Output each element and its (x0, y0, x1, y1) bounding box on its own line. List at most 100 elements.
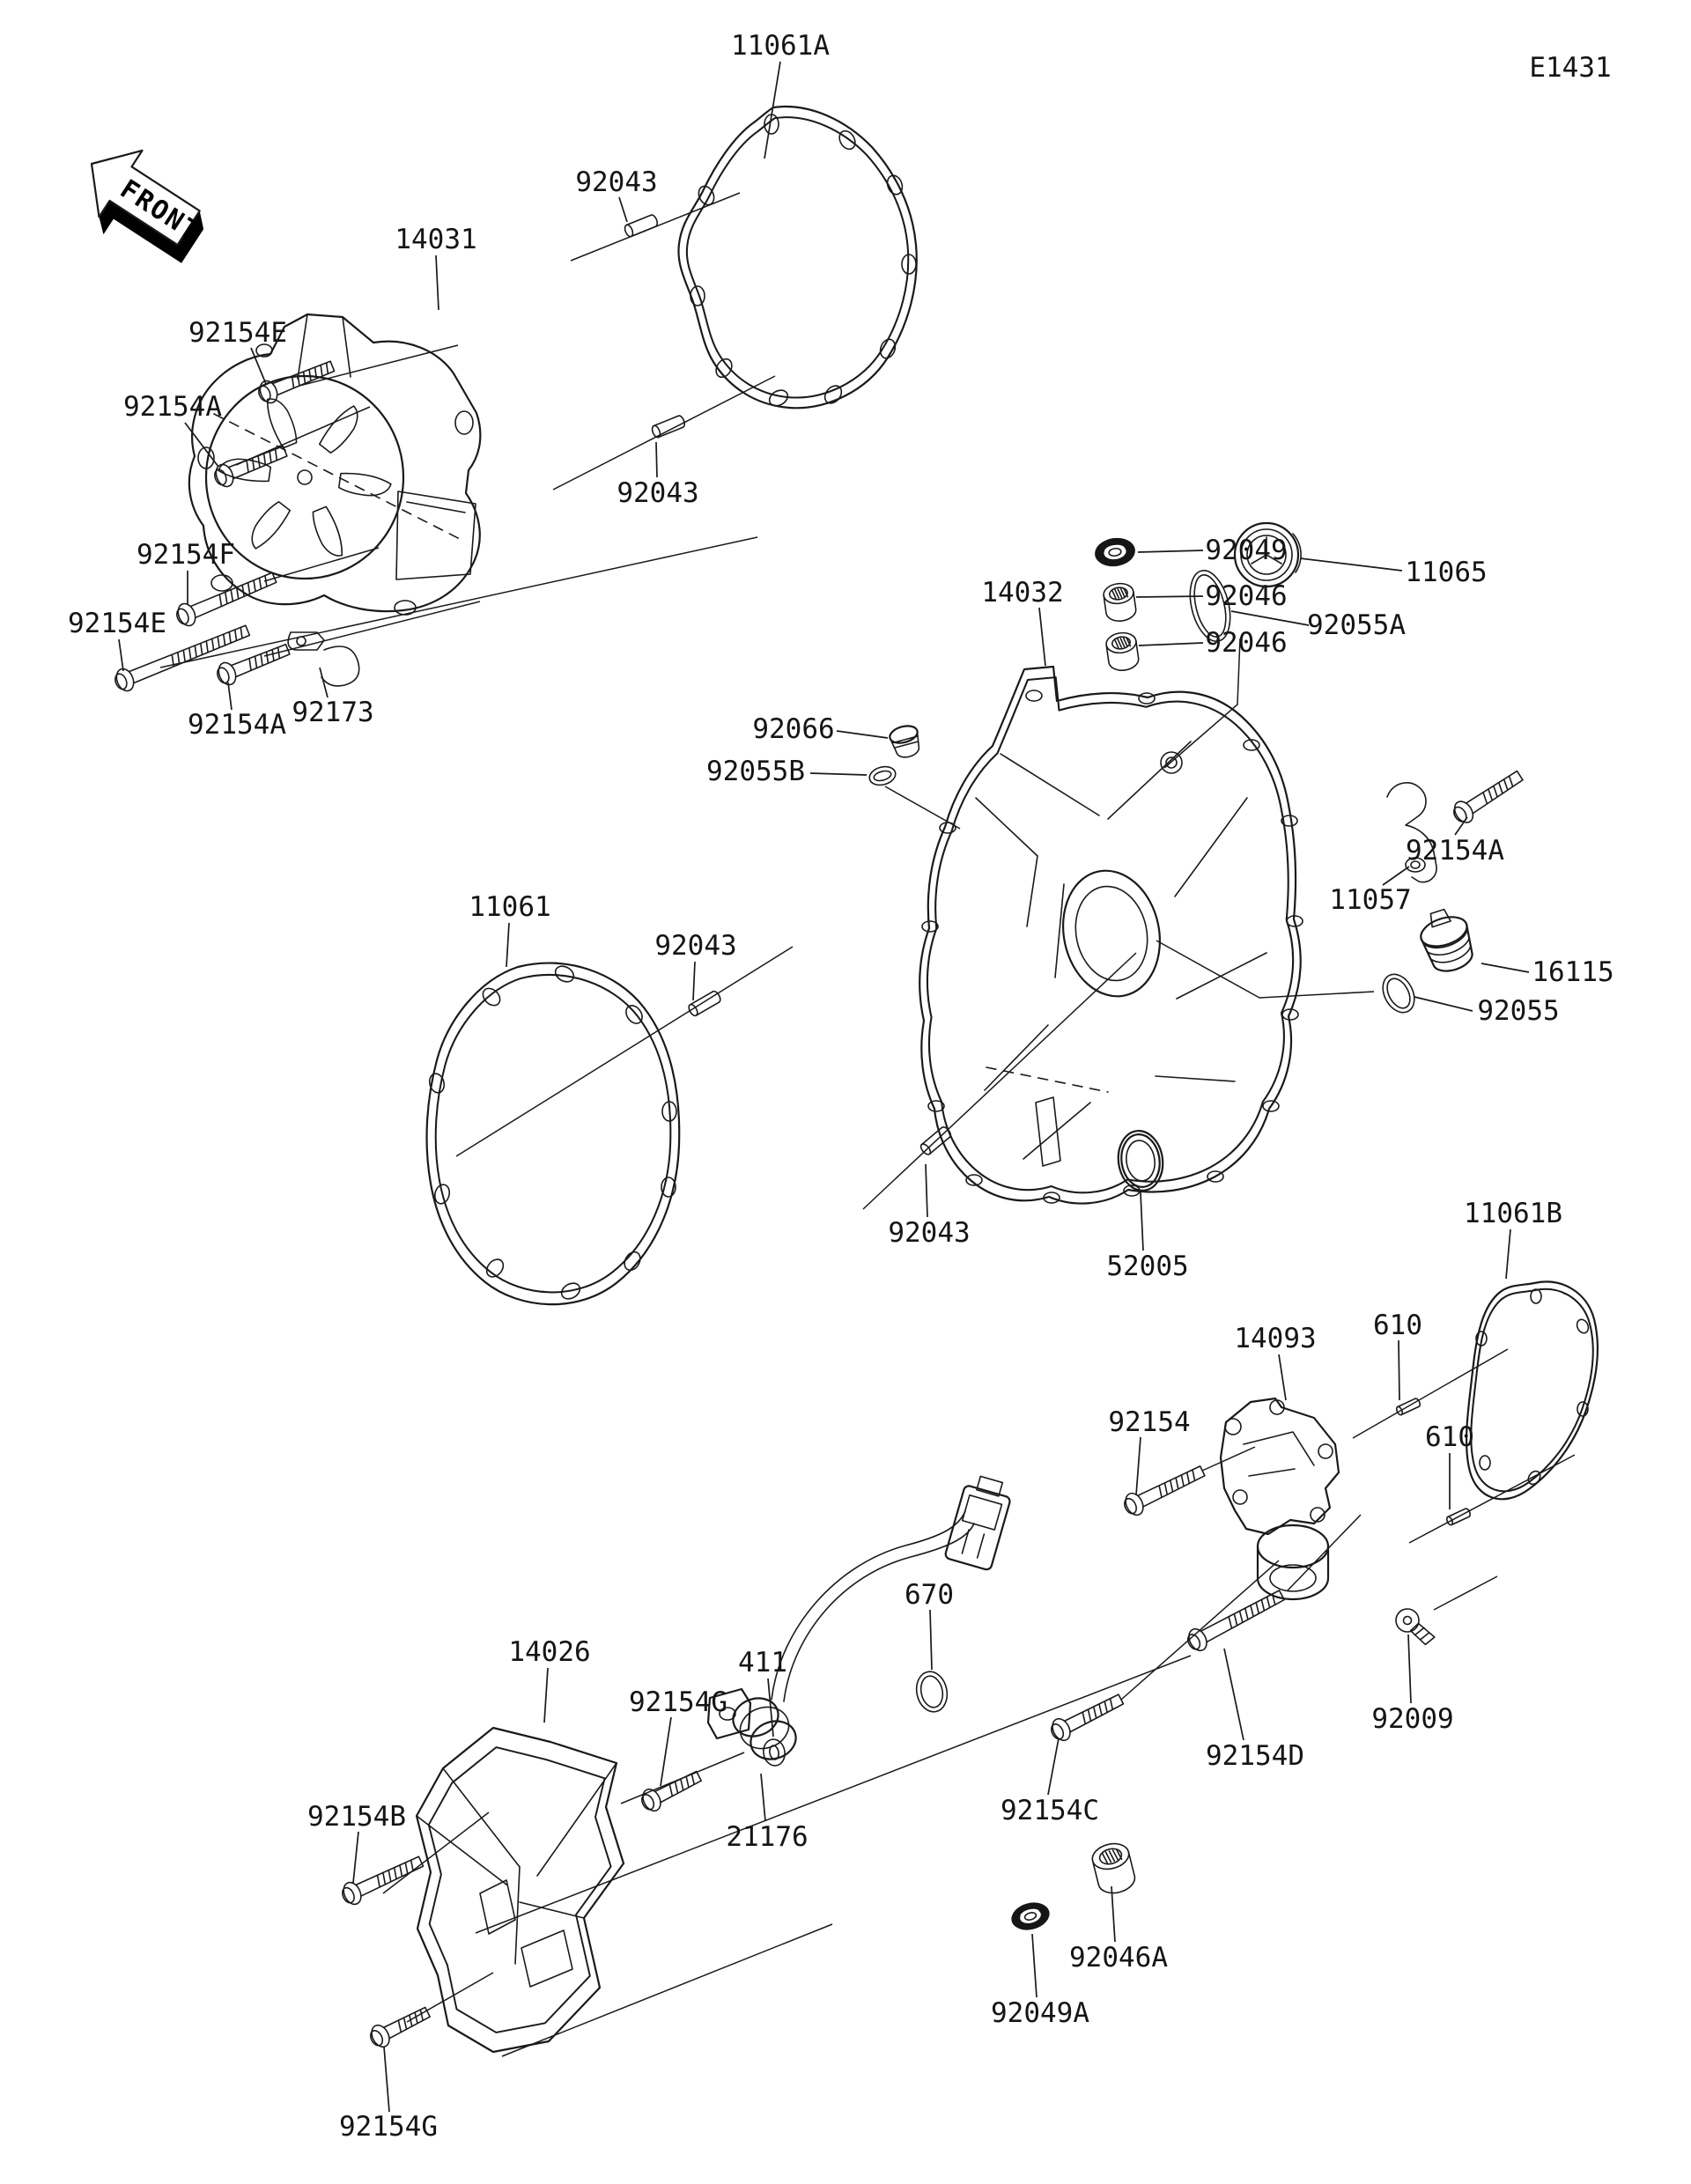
assembly-line-3 (159, 536, 758, 668)
leader-line-92154-29 (1135, 1436, 1141, 1496)
part-number-670-34: 670 (905, 1579, 954, 1611)
leader-line-92055a-19 (1230, 610, 1310, 626)
sensor-connector (944, 1475, 1011, 1571)
leader-line-11061a-0 (764, 61, 781, 159)
dowel-pin-icon-92043-3 (919, 1126, 952, 1155)
part-number-92046-14: 92046 (1205, 580, 1287, 612)
bolt-icon-92154a-4 (217, 643, 291, 686)
assembly-line-11 (1156, 940, 1375, 999)
leader-line-14093-27 (1278, 1354, 1287, 1401)
assembly-line-18 (501, 1923, 833, 2057)
part-number-92154e-3: 92154E (188, 317, 287, 349)
leader-line-92043-9 (655, 441, 658, 478)
bolt-icon-92154f-2 (176, 572, 277, 627)
part-number-92009-38: 92009 (1371, 1703, 1453, 1735)
plug-icon-92066 (889, 725, 920, 758)
dowel-pin-icon-610-5 (1445, 1508, 1471, 1526)
assembly-line-20 (382, 1811, 490, 1894)
assembly-line-2 (263, 547, 380, 582)
leader-line-14031-2 (435, 255, 439, 311)
leader-line-11061b-26 (1505, 1228, 1511, 1280)
leader-line-52005-25 (1140, 1192, 1144, 1251)
leader-line-92049-13 (1137, 550, 1204, 553)
part-number-21176-35: 21176 (726, 1821, 808, 1853)
needle-bearing-icon-92046-0 (1103, 582, 1137, 622)
needle-bearing-icon-92046a-2 (1091, 1842, 1136, 1894)
part-number-92154g-40: 92154G (339, 2111, 438, 2143)
oil-seal-icon-52005 (1117, 1130, 1164, 1192)
leader-line-92049a-42 (1031, 1933, 1037, 1998)
breather-body-drawing-14093 (1219, 1397, 1340, 1601)
leader-line-92046a-41 (1111, 1885, 1116, 1943)
leader-line-92173-8 (319, 667, 329, 698)
leader-line-11057-21 (1382, 866, 1410, 886)
bolt-icon-92154g-11 (370, 2006, 431, 2048)
bolt-icon-92154a-5 (1452, 770, 1524, 823)
part-number-411-32: 411 (738, 1647, 787, 1679)
generator-cover-slots (218, 398, 392, 557)
part-number-92154a-20: 92154A (1406, 835, 1504, 867)
bolt-icon-92154c-8 (1051, 1693, 1125, 1742)
o-ring-icon-670 (915, 1671, 949, 1713)
bolt-icon-92154e-0 (258, 360, 336, 404)
part-number-92043-9: 92043 (617, 477, 698, 509)
part-number-11061b-26: 11061B (1464, 1198, 1562, 1229)
part-number-92055b-17: 92055B (706, 756, 805, 787)
leader-line-92154a-4 (184, 422, 219, 468)
diagram-code: E1431 (1529, 52, 1611, 84)
gasket-drawing-11061b (1465, 1280, 1599, 1501)
assembly-line-17 (475, 1655, 1192, 1934)
fasteners-layer (114, 214, 1524, 2048)
leader-line-92154c-36 (1047, 1738, 1060, 1796)
assembly-line-13 (1408, 1454, 1576, 1544)
part-number-92043-1: 92043 (575, 166, 657, 198)
crankshaft-sensor-drawing-21176 (706, 1475, 1011, 1760)
sprocket-cover-drawing-14026 (415, 1726, 625, 2054)
assembly-line-7 (455, 946, 794, 1157)
leader-line-92055-23 (1414, 996, 1473, 1012)
o-ring-icon-92055a (1189, 570, 1231, 642)
leader-line-92046-15 (1138, 642, 1204, 646)
part-number-14026-31: 14026 (508, 1636, 590, 1668)
leader-line-670-34 (929, 1609, 933, 1671)
part-number-11061-10: 11061 (469, 891, 550, 923)
bolt-icon-92154-6 (1124, 1465, 1206, 1516)
clamp-bracket-icon-11057 (1386, 782, 1437, 883)
leader-line-92154g-33 (660, 1716, 672, 1787)
leader-lines-layer (118, 61, 1530, 2113)
part-labels-layer: 11061A920431403192154E92154A92154F92154E… (68, 30, 1614, 2143)
washer-icon-411 (763, 1738, 786, 1767)
leader-line-92154d-37 (1223, 1648, 1244, 1741)
seal-icon-92049 (1095, 537, 1135, 567)
part-number-92049a-42: 92049A (991, 1997, 1089, 2029)
leader-line-92154b-39 (352, 1831, 359, 1884)
oil-plug-icon-11065 (1233, 521, 1302, 588)
bolt-icon-92154d-7 (1187, 1590, 1285, 1652)
part-number-92055a-19: 92055A (1307, 609, 1406, 641)
part-number-92154b-39: 92154B (307, 1801, 406, 1833)
leader-line-11065-18 (1299, 557, 1403, 572)
bolt-icon-92154a-1 (214, 445, 288, 488)
gasket-drawing-11061a (677, 105, 918, 410)
part-number-92154d-37: 92154D (1206, 1740, 1304, 1772)
part-number-92046-15: 92046 (1205, 627, 1287, 659)
part-number-11065-18: 11065 (1405, 557, 1487, 588)
part-number-92154-29: 92154 (1108, 1406, 1190, 1438)
part-number-16115-22: 16115 (1532, 956, 1613, 988)
part-number-92154a-4: 92154A (123, 391, 222, 423)
assembly-line-6 (552, 375, 776, 491)
leader-line-92043-24 (925, 1163, 928, 1218)
assembly-line-12 (1352, 1348, 1509, 1439)
assembly-line-4 (263, 601, 481, 657)
leader-line-14026-31 (543, 1667, 549, 1723)
seal-icon-92049a (1011, 1902, 1050, 1930)
part-number-52005-25: 52005 (1106, 1251, 1188, 1282)
leader-line-21176-35 (760, 1773, 766, 1822)
part-number-92046a-41: 92046A (1069, 1942, 1168, 1974)
needle-bearing-icon-92046-1 (1105, 631, 1140, 671)
leader-line-92154g-40 (383, 2046, 390, 2113)
part-number-11057-21: 11057 (1329, 884, 1411, 916)
part-number-92043-11: 92043 (654, 930, 736, 962)
